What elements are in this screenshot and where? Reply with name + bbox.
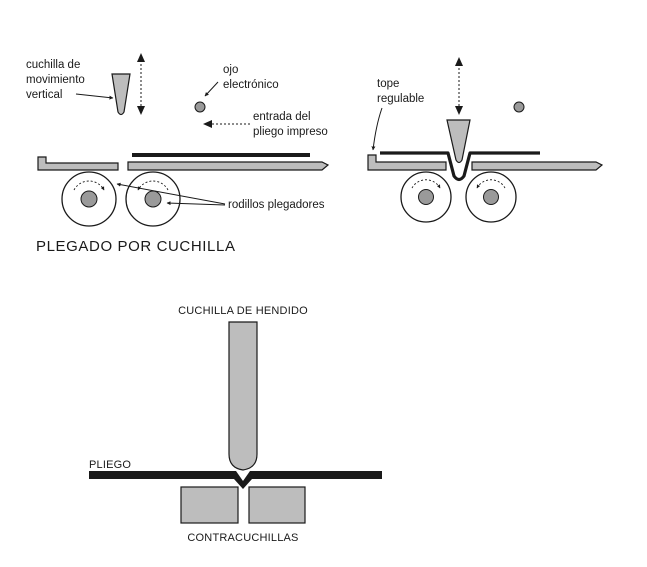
creasing-knife-label: CUCHILLA DE HENDIDO — [178, 305, 308, 317]
eye-label: ojo electrónico — [223, 64, 279, 91]
electronic-eye-right — [513, 101, 525, 113]
counter-blade-left — [180, 486, 239, 524]
creasing-diagram: CUCHILLA DE HENDIDO PLIEGO CONTRACUCHILL… — [89, 305, 382, 544]
blade-label-line-2: movimiento — [26, 74, 85, 86]
folding-roller-right-right — [465, 171, 517, 223]
blade-label: cuchilla de movimiento vertical — [26, 59, 88, 101]
blade-pointer-arrow — [75, 93, 114, 100]
blade-motion-arrow-down-right — [455, 106, 463, 115]
folding-roller-right — [125, 171, 181, 227]
eye-label-line-2: electrónico — [223, 79, 279, 91]
blade-label-line-3: vertical — [26, 89, 62, 101]
blade-label-line-1: cuchilla de — [26, 59, 80, 71]
entry-label-line-1: entrada del — [253, 111, 311, 123]
rollers-label: rodillos plegadores — [228, 199, 325, 211]
creasing-knife — [228, 321, 258, 471]
electronic-eye — [194, 101, 206, 113]
folding-table-right — [127, 161, 330, 171]
right-folding-diagram: tope regulable — [367, 57, 604, 223]
stop-label-line-1: tope — [377, 78, 399, 90]
eye-pointer-arrow — [204, 81, 219, 97]
vertical-blade-right — [446, 119, 471, 164]
entry-label-line-2: pliego impreso — [253, 126, 328, 138]
left-folding-diagram: cuchilla de movimiento vertical ojo elec… — [26, 53, 330, 227]
vertical-blade — [111, 73, 131, 116]
counter-blades-label: CONTRACUCHILLAS — [187, 532, 298, 544]
diagram-title: PLEGADO POR CUCHILLA — [36, 238, 236, 255]
blade-motion-arrow-down — [137, 106, 145, 115]
folding-roller-left — [61, 171, 117, 227]
folding-roller-left-right — [400, 171, 452, 223]
rollers-pointer-arrow-left — [116, 182, 226, 205]
sheet — [89, 471, 382, 489]
printed-sheet — [132, 153, 310, 157]
eye-label-line-1: ojo — [223, 64, 238, 76]
rollers-pointer-arrow-right — [166, 201, 226, 206]
sheet-label: PLIEGO — [89, 459, 131, 471]
counter-blade-right — [248, 486, 306, 524]
stop-label: tope regulable — [377, 78, 424, 105]
folding-table-left-right — [367, 154, 447, 171]
folding-table-left — [37, 156, 119, 171]
stop-pointer-arrow — [371, 107, 383, 151]
blade-motion-arrow-up — [137, 53, 145, 62]
blade-motion-arrow-up-right — [455, 57, 463, 66]
stop-label-line-2: regulable — [377, 93, 424, 105]
printed-sheet-folding — [380, 151, 540, 182]
entry-motion-arrow — [203, 120, 212, 128]
folding-table-right-right — [471, 161, 604, 171]
entry-label: entrada del pliego impreso — [253, 111, 328, 138]
